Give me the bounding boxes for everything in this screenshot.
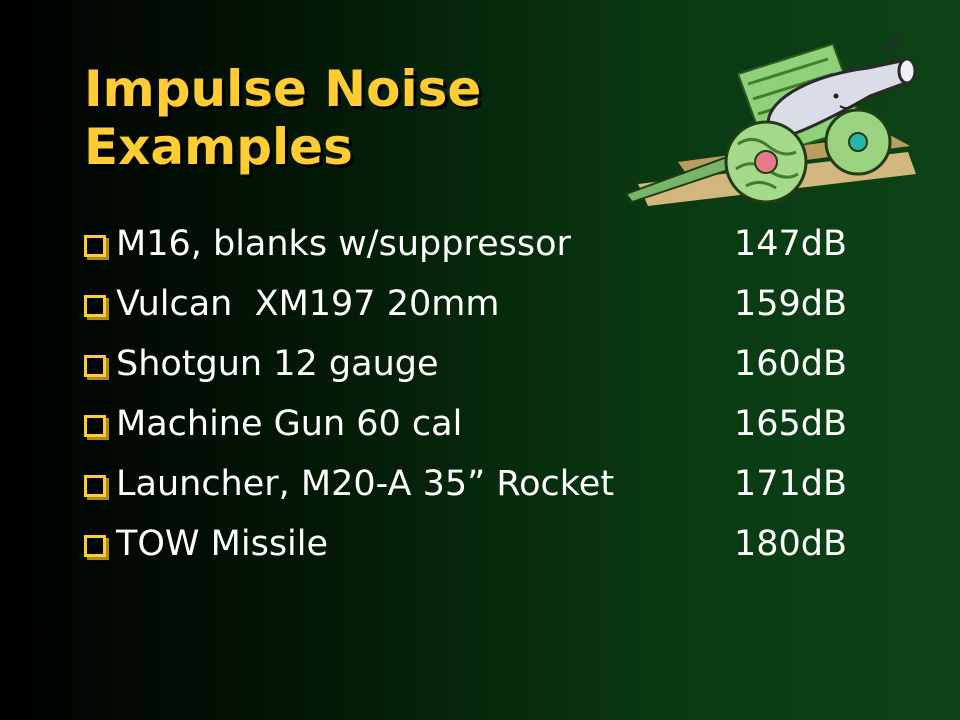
item-label: Vulcan XM197 20mm: [116, 284, 500, 324]
list-item: Shotgun 12 gauge 160dB: [84, 334, 904, 394]
square-bullet-icon: [84, 295, 106, 317]
title-line-2: Examples: [84, 118, 353, 176]
list-item: Vulcan XM197 20mm 159dB: [84, 274, 904, 334]
square-bullet-icon: [84, 355, 106, 377]
noise-list: M16, blanks w/suppressor 147dB Vulcan XM…: [84, 214, 904, 574]
item-label: Shotgun 12 gauge: [116, 344, 439, 384]
item-label: TOW Missile: [116, 524, 329, 564]
list-item: Machine Gun 60 cal 165dB: [84, 394, 904, 454]
title-line-1: Impulse Noise: [84, 60, 482, 118]
item-value: 180dB: [734, 524, 848, 564]
slide-title: Impulse Noise Examples: [84, 60, 604, 176]
item-value: 171dB: [734, 464, 848, 504]
item-value: 165dB: [734, 404, 848, 444]
square-bullet-icon: [84, 415, 106, 437]
square-bullet-icon: [84, 535, 106, 557]
square-bullet-icon: [84, 475, 106, 497]
list-item: Launcher, M20-A 35” Rocket 171dB: [84, 454, 904, 514]
square-bullet-icon: [84, 235, 106, 257]
list-item: TOW Missile 180dB: [84, 514, 904, 574]
cannon-icon: [624, 37, 917, 206]
list-item: M16, blanks w/suppressor 147dB: [84, 214, 904, 274]
item-label: Launcher, M20-A 35” Rocket: [116, 464, 615, 504]
item-label: M16, blanks w/suppressor: [116, 224, 571, 264]
item-label: Machine Gun 60 cal: [116, 404, 463, 444]
item-value: 159dB: [734, 284, 848, 324]
item-value: 160dB: [734, 344, 848, 384]
item-value: 147dB: [734, 224, 848, 264]
